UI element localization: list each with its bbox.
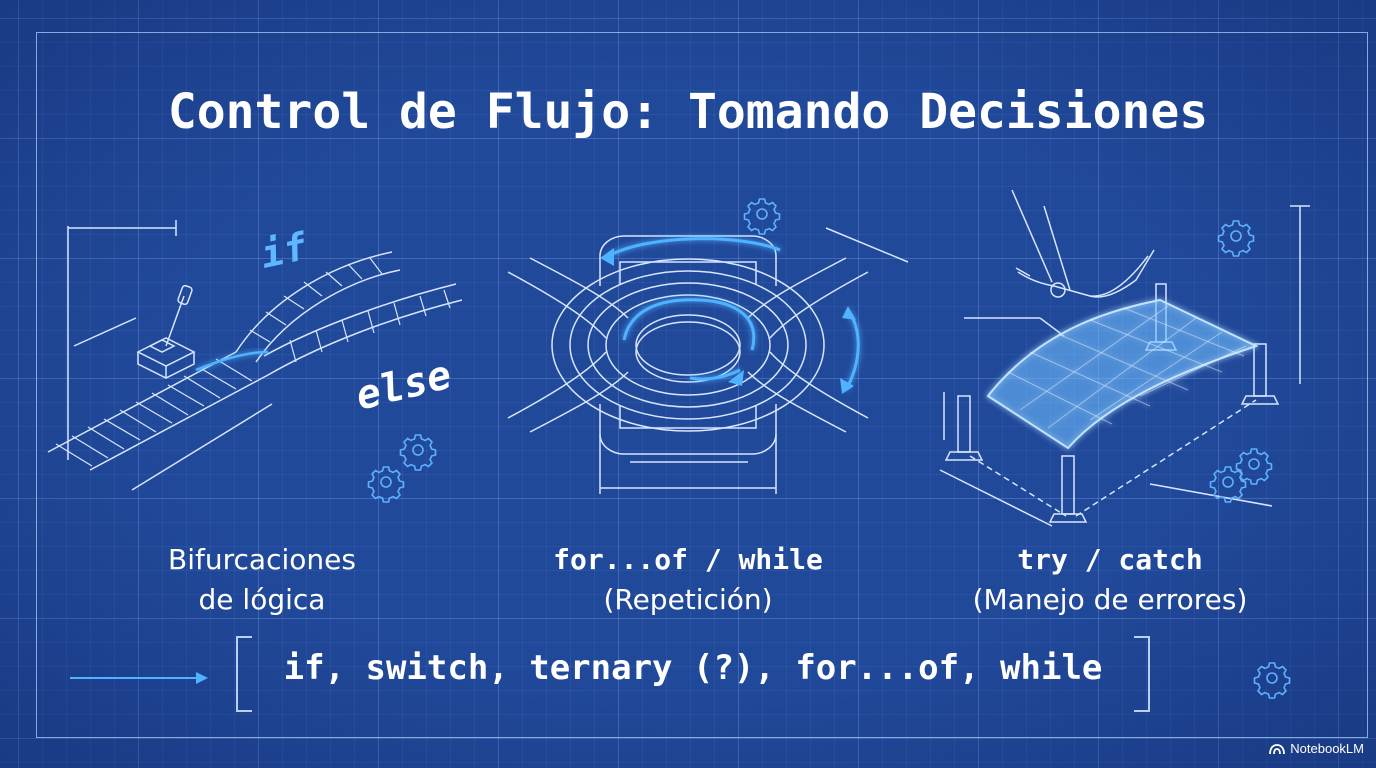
loop-arrows bbox=[607, 237, 860, 391]
railway-switch-illustration bbox=[47, 220, 463, 491]
page-title: Control de Flujo: Tomando Decisiones bbox=[167, 84, 1209, 140]
notebooklm-logo-icon bbox=[1269, 743, 1286, 754]
watermark-text: NotebookLM bbox=[1290, 741, 1364, 756]
caption-line: de lógica bbox=[198, 583, 326, 616]
caption-line: try / catch bbox=[1017, 543, 1203, 576]
gear-icon bbox=[743, 198, 781, 235]
gear-icon bbox=[1253, 662, 1291, 699]
safety-net bbox=[986, 298, 1259, 450]
caption-line: for...of / while bbox=[553, 543, 823, 576]
blueprint-frame bbox=[36, 32, 1368, 738]
caption-line: (Manejo de errores) bbox=[972, 583, 1248, 616]
caption-line: (Repetición) bbox=[603, 583, 773, 616]
watermark: NotebookLM bbox=[1269, 741, 1364, 756]
arrow-right-icon bbox=[70, 672, 208, 684]
roundabout-illustration bbox=[507, 227, 909, 494]
bracket-left bbox=[236, 636, 252, 712]
else-label: else bbox=[351, 352, 456, 420]
caption-errors: try / catch (Manejo de errores) bbox=[930, 540, 1290, 620]
bracket-right bbox=[1134, 636, 1150, 712]
caption-loops: for...of / while (Repetición) bbox=[518, 540, 858, 620]
keywords-box: if, switch, ternary (?), for...of, while bbox=[236, 636, 1150, 712]
keywords-text: if, switch, ternary (?), for...of, while bbox=[283, 648, 1103, 688]
if-label: if bbox=[257, 224, 312, 277]
caption-line: Bifurcaciones bbox=[168, 543, 356, 576]
gear-icon bbox=[1217, 220, 1255, 257]
caption-branching: Bifurcaciones de lógica bbox=[112, 540, 412, 620]
safety-net-illustration bbox=[939, 189, 1310, 527]
gear-icon bbox=[1235, 448, 1273, 485]
gear-icon bbox=[1209, 466, 1247, 503]
gear-icon bbox=[367, 466, 405, 503]
gear-icon bbox=[399, 434, 437, 471]
